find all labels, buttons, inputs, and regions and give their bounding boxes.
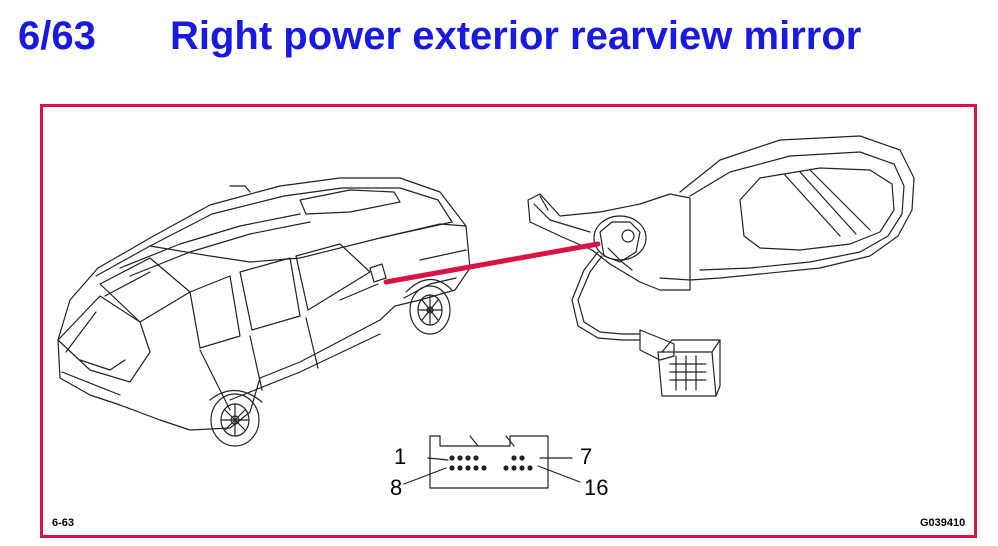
figure-ref-left: 6-63 xyxy=(52,517,75,529)
pin-label-1: 1 xyxy=(394,444,407,469)
mirror-illustration xyxy=(527,135,915,397)
connector-pins xyxy=(449,455,533,471)
pin-label-8: 8 xyxy=(390,475,403,500)
pin-label-16: 16 xyxy=(584,475,609,500)
diagram-frame xyxy=(40,104,977,538)
pointer-line xyxy=(383,241,601,285)
car-illustration xyxy=(57,177,471,447)
page-number: 6/63 xyxy=(18,14,96,58)
pin-connector-outline xyxy=(403,435,581,489)
pin-label-7: 7 xyxy=(580,444,593,469)
page-title: Right power exterior rearview mirror xyxy=(170,14,862,58)
figure-ref-right: G039410 xyxy=(920,517,966,529)
